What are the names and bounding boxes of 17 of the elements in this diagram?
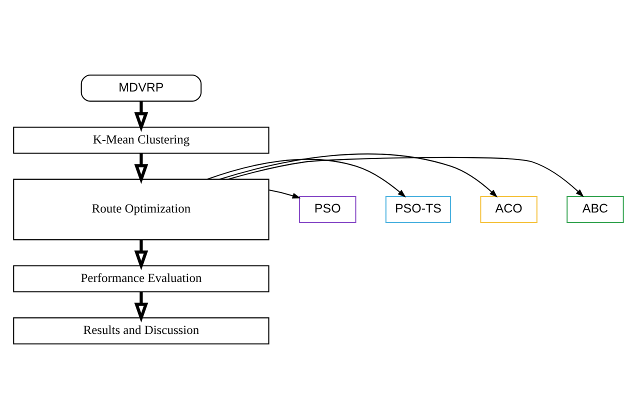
arrow — [134, 100, 148, 132]
arrow — [268, 188, 300, 198]
arrow — [228, 156, 584, 197]
node-box: Route Optimization — [12, 178, 269, 240]
arrow — [134, 239, 148, 270]
arrow — [219, 152, 498, 198]
node-box: K-Mean Clustering — [12, 126, 269, 154]
arrow — [134, 152, 148, 184]
node-box: Results and Discussion — [12, 316, 269, 344]
node-box: MDVRP — [80, 74, 202, 102]
node-box: PSO-TS — [384, 195, 450, 223]
node-box: PSO — [298, 195, 356, 223]
node-box: ACO — [480, 195, 537, 223]
arrow — [134, 291, 148, 322]
node-box: Performance Evaluation — [12, 264, 269, 292]
arrow — [206, 158, 406, 197]
node-box: ABC — [566, 195, 624, 223]
